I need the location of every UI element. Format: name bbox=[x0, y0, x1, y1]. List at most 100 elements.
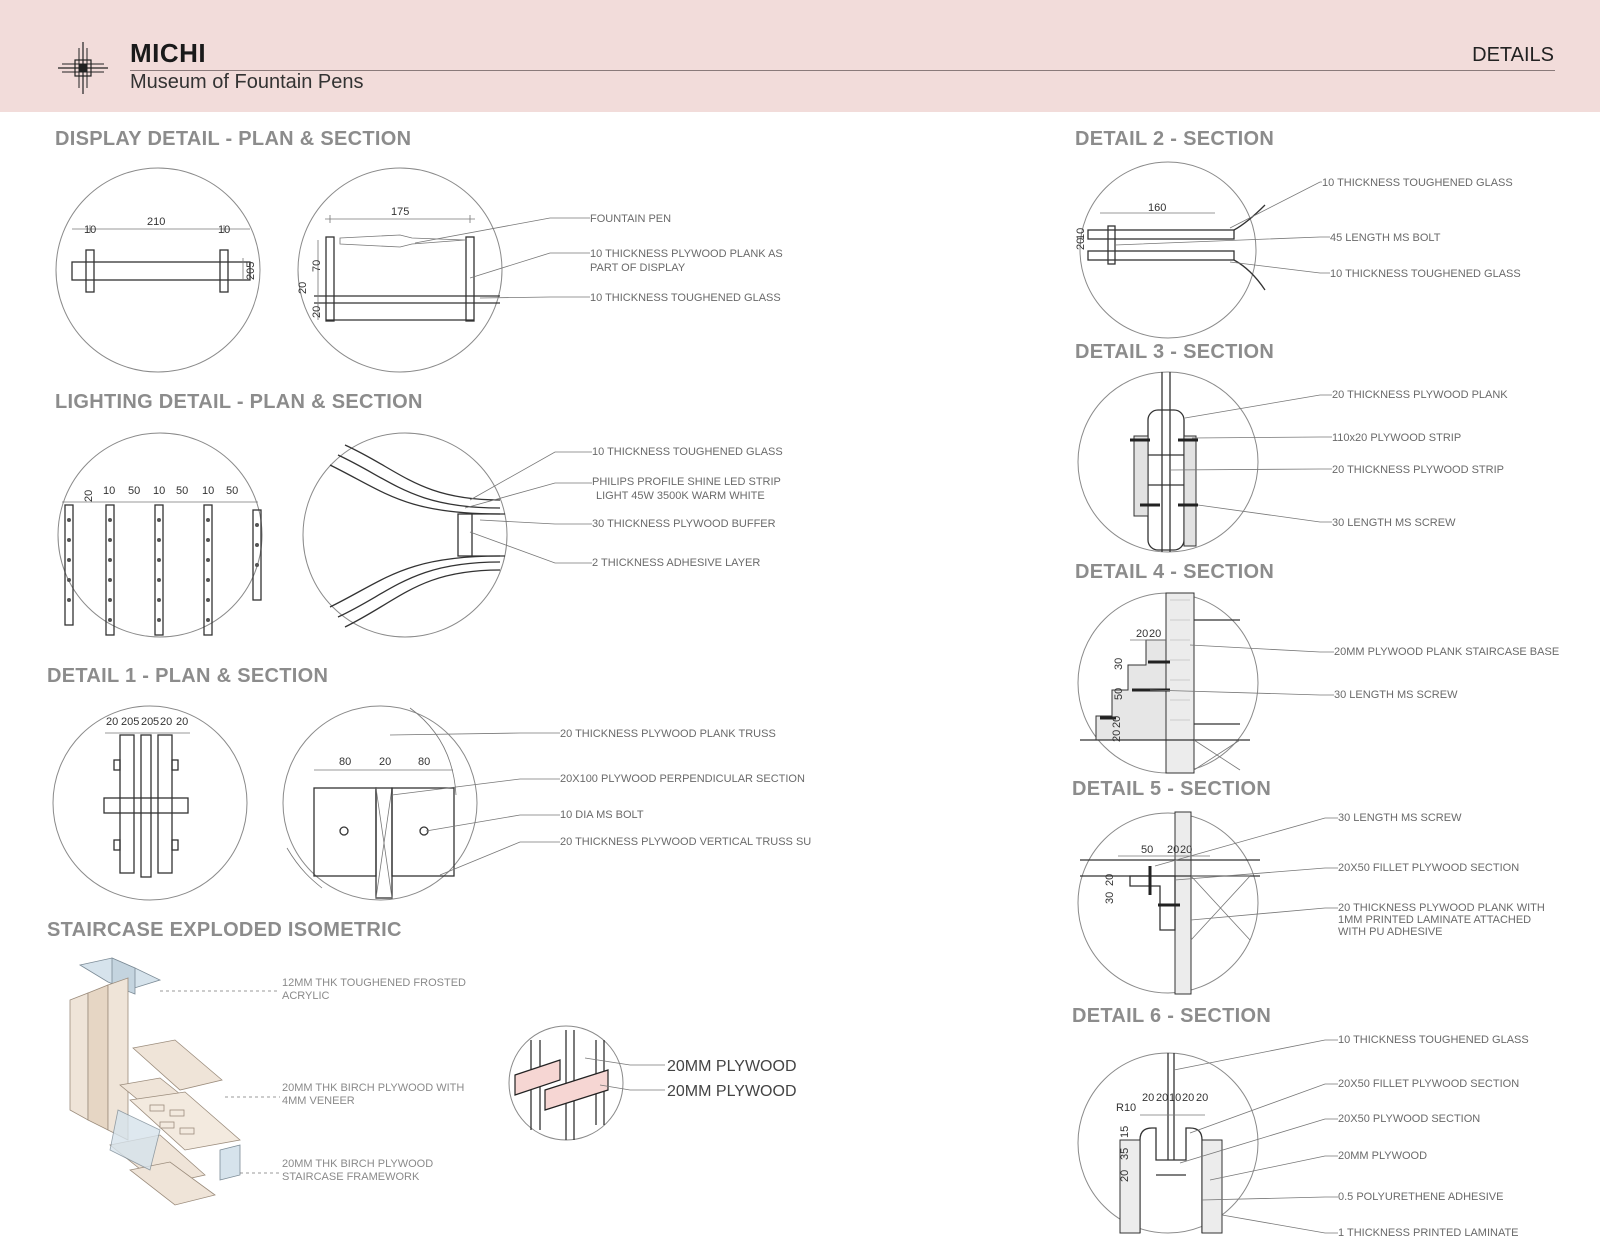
detail1-plan-drawing bbox=[52, 705, 248, 901]
detail1-plan-dim-5: 20 bbox=[160, 716, 172, 728]
detail5-dim-3: 20 bbox=[1180, 844, 1192, 856]
detail6-dim-9: 20 bbox=[1119, 1170, 1131, 1182]
detail3-drawing bbox=[1077, 371, 1332, 553]
detail6-label-6: 1 THICKNESS PRINTED LAMINATE bbox=[1338, 1227, 1519, 1239]
display-plan-drawing bbox=[55, 167, 261, 373]
display-section-dim-1: 175 bbox=[391, 206, 409, 218]
display-label-3: PART OF DISPLAY bbox=[590, 262, 686, 274]
lighting-plan-drawing bbox=[57, 432, 263, 638]
lighting-label-2: PHILIPS PROFILE SHINE LED STRIP bbox=[592, 476, 781, 488]
heading-display-detail: DISPLAY DETAIL - PLAN & SECTION bbox=[55, 128, 411, 150]
detail1-label-2: 20X100 PLYWOOD PERPENDICULAR SECTION bbox=[560, 773, 805, 785]
lighting-label-4: 30 THICKNESS PLYWOOD BUFFER bbox=[592, 518, 776, 530]
detail2-label-3: 10 THICKNESS TOUGHENED GLASS bbox=[1330, 268, 1521, 280]
detail4-dim-1: 20 bbox=[1136, 628, 1148, 640]
heading-detail-6: DETAIL 6 - SECTION bbox=[1072, 1005, 1271, 1027]
display-label-4: 10 THICKNESS TOUGHENED GLASS bbox=[590, 292, 781, 304]
detail2-dim-1: 160 bbox=[1148, 202, 1166, 214]
detail5-dim-1: 50 bbox=[1141, 844, 1153, 856]
detail6-dim-8: 35 bbox=[1119, 1148, 1131, 1160]
detail5-label-2: 20X50 FILLET PLYWOOD SECTION bbox=[1338, 862, 1519, 874]
detail1-section-dim-3: 80 bbox=[418, 756, 430, 768]
heading-detail-2: DETAIL 2 - SECTION bbox=[1075, 128, 1274, 150]
stair-label-1: 12MM THK TOUGHENED FROSTED bbox=[282, 977, 466, 989]
detail3-label-3: 20 THICKNESS PLYWOOD STRIP bbox=[1332, 464, 1504, 476]
detail1-label-1: 20 THICKNESS PLYWOOD PLANK TRUSS bbox=[560, 728, 776, 740]
display-plan-dim-1: 10 bbox=[84, 224, 96, 236]
detail1-plan-dim-6: 20 bbox=[176, 716, 188, 728]
display-section-dim-3: 70 bbox=[311, 260, 323, 272]
lighting-dim-4: 10 bbox=[153, 485, 165, 497]
header-divider bbox=[130, 70, 1555, 71]
detail6-drawing bbox=[1077, 1039, 1338, 1234]
display-label-2: 10 THICKNESS PLYWOOD PLANK AS bbox=[590, 248, 783, 260]
detail4-dim-6: 20 bbox=[1111, 730, 1123, 742]
detail4-dim-5: 20 bbox=[1111, 716, 1123, 728]
brand-subtitle: Museum of Fountain Pens bbox=[130, 71, 364, 93]
heading-detail-3: DETAIL 3 - SECTION bbox=[1075, 341, 1274, 363]
detail6-label-4: 20MM PLYWOOD bbox=[1338, 1150, 1427, 1162]
detail6-dim-7: 15 bbox=[1119, 1126, 1131, 1138]
heading-staircase: STAIRCASE EXPLODED ISOMETRIC bbox=[47, 919, 402, 941]
lighting-dim-1: 20 bbox=[83, 490, 95, 502]
lighting-dim-2: 10 bbox=[103, 485, 115, 497]
plywood-callout-1: 20MM PLYWOOD bbox=[667, 1058, 797, 1075]
detail6-dim-5: 20 bbox=[1182, 1092, 1194, 1104]
detail5-dim-5: 20 bbox=[1104, 874, 1116, 886]
detail1-plan-dim-4: 5 bbox=[153, 716, 159, 728]
detail1-section-dim-1: 80 bbox=[339, 756, 351, 768]
display-plan-dim-2: 210 bbox=[147, 216, 165, 228]
display-section-drawing bbox=[297, 167, 590, 373]
stair-label-3: 20MM THK BIRCH PLYWOOD WITH bbox=[282, 1082, 464, 1094]
stair-label-4: 4MM VENEER bbox=[282, 1095, 355, 1107]
detail1-section-drawing bbox=[282, 705, 560, 901]
stair-label-6: STAIRCASE FRAMEWORK bbox=[282, 1171, 420, 1183]
display-plan-dim-4: 205 bbox=[245, 262, 257, 280]
lighting-dim-7: 50 bbox=[226, 485, 238, 497]
detail6-label-1: 10 THICKNESS TOUGHENED GLASS bbox=[1338, 1034, 1529, 1046]
lighting-section-drawing bbox=[302, 432, 592, 638]
lighting-label-1: 10 THICKNESS TOUGHENED GLASS bbox=[592, 446, 783, 458]
detail3-label-1: 20 THICKNESS PLYWOOD PLANK bbox=[1332, 389, 1508, 401]
lighting-dim-3: 50 bbox=[128, 485, 140, 497]
heading-detail-1: DETAIL 1 - PLAN & SECTION bbox=[47, 665, 328, 687]
plywood-callout-2: 20MM PLYWOOD bbox=[667, 1083, 797, 1100]
detail1-section-dim-2: 20 bbox=[379, 756, 391, 768]
detail2-drawing bbox=[1079, 161, 1330, 339]
detail1-plan-dim-1: 20 bbox=[106, 716, 118, 728]
lighting-dim-5: 50 bbox=[176, 485, 188, 497]
detail6-label-5: 0.5 POLYURETHENE ADHESIVE bbox=[1338, 1191, 1503, 1203]
detail2-dim-2: 20 bbox=[1075, 238, 1087, 250]
detail3-label-4: 30 LENGTH MS SCREW bbox=[1332, 517, 1456, 529]
sheet-section-label: DETAILS bbox=[1472, 44, 1554, 66]
detail2-dim-3: 10 bbox=[1075, 228, 1087, 240]
heading-detail-5: DETAIL 5 - SECTION bbox=[1072, 778, 1271, 800]
detail6-dim-4: 10 bbox=[1169, 1092, 1181, 1104]
detail4-dim-3: 30 bbox=[1113, 658, 1125, 670]
lighting-label-5: 2 THICKNESS ADHESIVE LAYER bbox=[592, 557, 760, 569]
detail4-label-2: 30 LENGTH MS SCREW bbox=[1334, 689, 1458, 701]
brand-title: MICHI bbox=[130, 38, 207, 68]
detail6-dim-3: 20 bbox=[1156, 1092, 1168, 1104]
header-band: MICHI Museum of Fountain Pens DETAILS bbox=[0, 0, 1600, 112]
heading-lighting-detail: LIGHTING DETAIL - PLAN & SECTION bbox=[55, 391, 423, 413]
detail1-plan-dim-3: 20 bbox=[141, 716, 153, 728]
detail5-dim-2: 20 bbox=[1167, 844, 1179, 856]
plywood-joint-callout-drawing bbox=[508, 1025, 665, 1141]
detail6-label-2: 20X50 FILLET PLYWOOD SECTION bbox=[1338, 1078, 1519, 1090]
detail5-label-4: 1MM PRINTED LAMINATE ATTACHED bbox=[1338, 914, 1531, 926]
heading-detail-4: DETAIL 4 - SECTION bbox=[1075, 561, 1274, 583]
detail1-label-4: 20 THICKNESS PLYWOOD VERTICAL TRUSS SU bbox=[560, 836, 811, 848]
detail4-dim-2: 20 bbox=[1149, 628, 1161, 640]
detail5-label-1: 30 LENGTH MS SCREW bbox=[1338, 812, 1462, 824]
lighting-label-3: LIGHT 45W 3500K WARM WHITE bbox=[596, 490, 765, 502]
display-plan-dim-3: 10 bbox=[218, 224, 230, 236]
detail5-label-3: 20 THICKNESS PLYWOOD PLANK WITH bbox=[1338, 902, 1545, 914]
detail1-label-3: 10 DIA MS BOLT bbox=[560, 809, 644, 821]
detail4-label-1: 20MM PLYWOOD PLANK STAIRCASE BASE bbox=[1334, 646, 1559, 658]
detail2-label-2: 45 LENGTH MS BOLT bbox=[1330, 232, 1441, 244]
cross-pen-logo-icon bbox=[58, 42, 108, 94]
detail5-drawing bbox=[1077, 811, 1338, 995]
detail1-plan-dim-2: 205 bbox=[121, 716, 139, 728]
